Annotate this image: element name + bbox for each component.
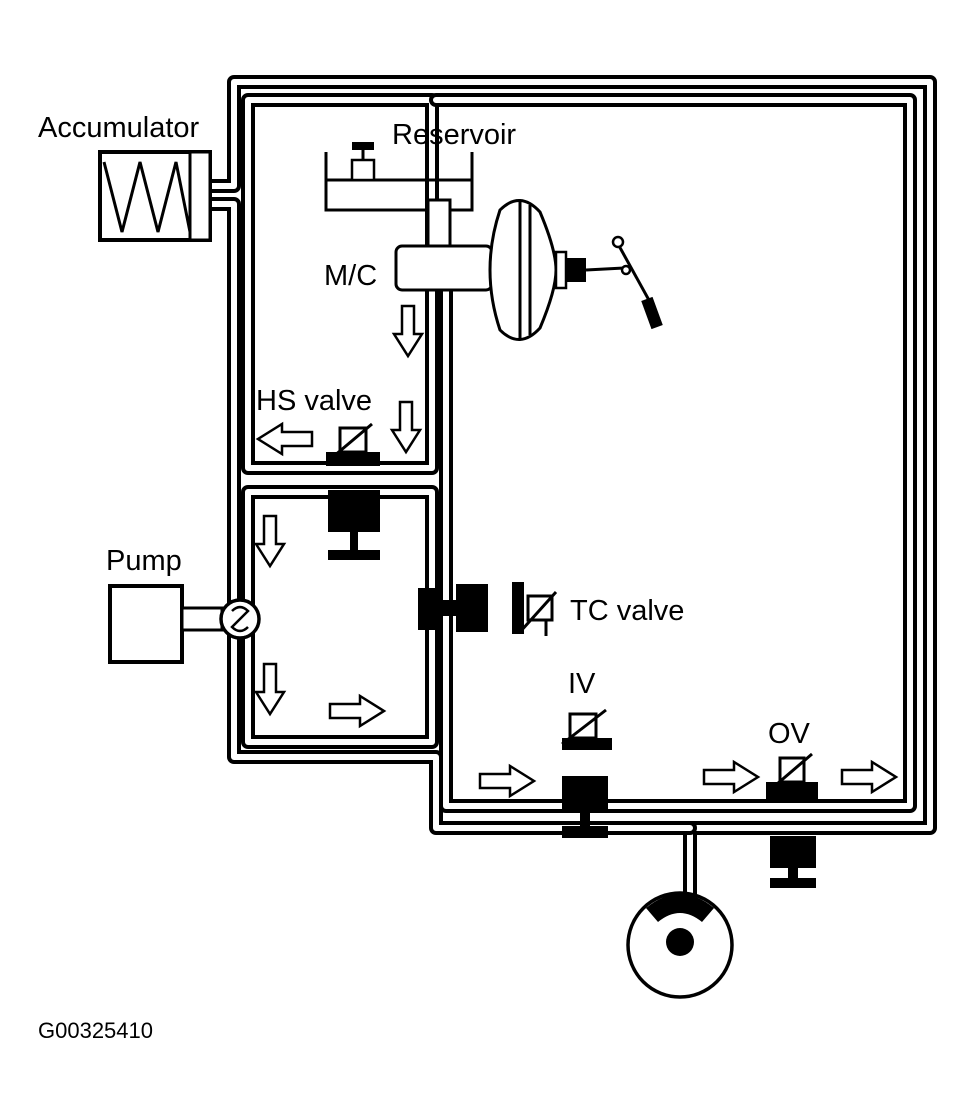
ov-label: OV	[768, 718, 811, 750]
accumulator-label: Accumulator	[38, 112, 200, 144]
tc-valve-label: TC valve	[570, 595, 684, 627]
flow-arrow-right	[328, 693, 387, 729]
tc-valve	[418, 582, 558, 636]
ov-valve	[766, 752, 818, 888]
pump-label: Pump	[106, 545, 182, 577]
flow-arrow-down	[253, 662, 287, 717]
flow-arrow-right	[840, 759, 899, 795]
reservoir-label: Reservoir	[392, 119, 516, 151]
reservoir	[324, 142, 474, 212]
flow-arrow-left	[255, 421, 314, 457]
iv-label: IV	[568, 668, 596, 700]
flow-arrow-down	[391, 304, 425, 359]
accumulator	[98, 150, 212, 242]
wheel-cylinder	[626, 891, 734, 999]
flow-arrow-down	[389, 400, 423, 455]
iv-valve	[561, 708, 612, 838]
master-cylinder-label: M/C	[324, 260, 377, 292]
hs-valve	[326, 422, 380, 560]
flow-arrow-down	[253, 514, 287, 569]
pump	[108, 584, 261, 664]
master-cylinder	[394, 198, 494, 292]
flow-arrows	[253, 304, 899, 799]
flow-arrow-right	[702, 759, 761, 795]
brake-pedal	[585, 235, 663, 330]
brake-booster	[488, 199, 586, 341]
figure-code: G00325410	[38, 1018, 153, 1043]
hs-valve-label: HS valve	[256, 385, 372, 417]
flow-arrow-right	[478, 763, 537, 799]
